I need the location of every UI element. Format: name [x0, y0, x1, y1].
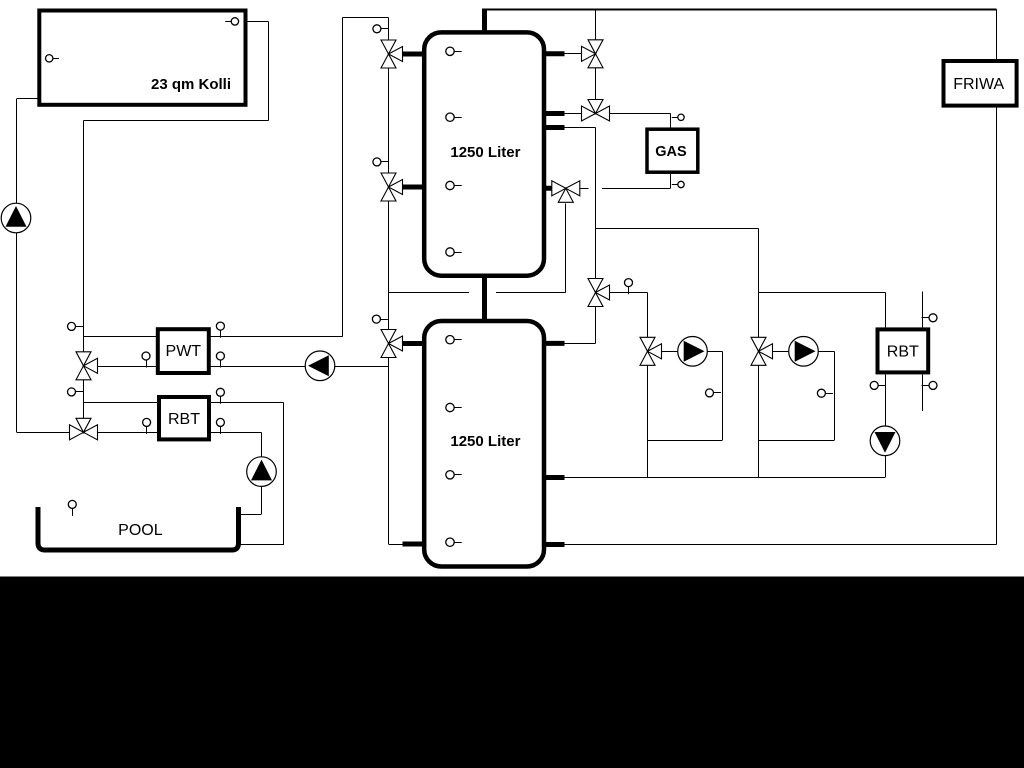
svg-text:23 qm Kolli: 23 qm Kolli — [151, 76, 231, 93]
svg-text:PWT: PWT — [166, 343, 202, 360]
svg-text:RBT: RBT — [168, 411, 200, 428]
svg-text:1250 Liter: 1250 Liter — [450, 433, 520, 450]
svg-text:GAS: GAS — [655, 144, 687, 160]
svg-text:1250 Liter: 1250 Liter — [450, 144, 520, 161]
svg-text:FRIWA: FRIWA — [953, 76, 1004, 93]
svg-text:POOL: POOL — [118, 522, 163, 539]
svg-text:RBT: RBT — [887, 344, 919, 361]
